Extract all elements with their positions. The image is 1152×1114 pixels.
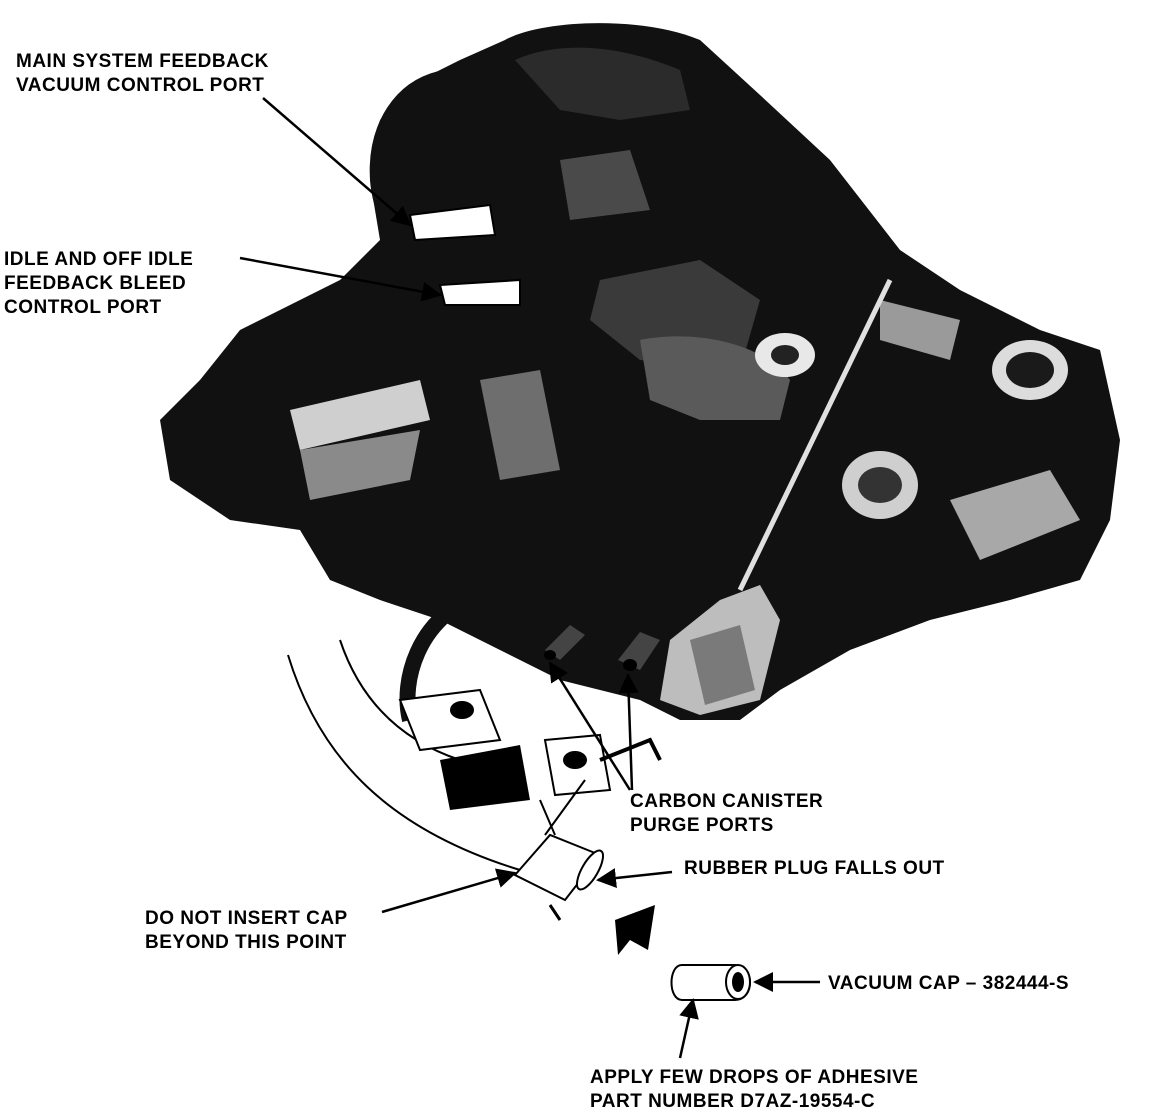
leader-lines (239, 97, 820, 1059)
mounting-arc (287, 654, 521, 871)
label-line: PART NUMBER D7AZ-19554-C (590, 1091, 876, 1112)
feedback-ports (408, 203, 521, 306)
label-line: CARBON CANISTER (630, 791, 824, 812)
label-vacuum-cap: VACUUM CAP – 382444-S (828, 972, 1069, 996)
label-line: RUBBER PLUG FALLS OUT (684, 858, 945, 879)
purge-ports (544, 625, 660, 671)
label-line: IDLE AND OFF IDLE (4, 249, 194, 270)
leader-idle-feedback (239, 256, 442, 302)
vacuum-hose (369, 71, 443, 269)
leader-purge-1 (548, 661, 632, 791)
mounting-bracket (398, 688, 662, 810)
label-line: FEEDBACK BLEED (4, 273, 187, 294)
leader-do-not-insert (381, 868, 517, 914)
carburetor-body (160, 23, 1120, 720)
leader-main-system (262, 97, 412, 227)
leader-adhesive (678, 998, 699, 1059)
label-line: APPLY FEW DROPS OF ADHESIVE (590, 1067, 919, 1088)
label-line: PURGE PORTS (630, 815, 774, 836)
direction-arrow (615, 905, 655, 955)
leader-purge-2 (618, 673, 639, 791)
label-line: CONTROL PORT (4, 297, 162, 318)
label-line: VACUUM CONTROL PORT (16, 75, 265, 96)
label-idle-feedback: IDLE AND OFF IDLE FEEDBACK BLEED CONTROL… (4, 248, 193, 320)
label-carbon-canister: CARBON CANISTER PURGE PORTS (630, 790, 823, 838)
label-line: BEYOND THIS POINT (145, 932, 347, 953)
label-rubber-plug: RUBBER PLUG FALLS OUT (684, 857, 945, 881)
label-line: MAIN SYSTEM FEEDBACK (16, 51, 269, 72)
label-line: DO NOT INSERT CAP (145, 908, 348, 929)
label-line: VACUUM CAP – 382444-S (828, 973, 1070, 994)
mounting-arc-inner (339, 639, 461, 761)
label-adhesive: APPLY FEW DROPS OF ADHESIVE PART NUMBER … (590, 1066, 918, 1114)
vacuum-cap-illustration (670, 964, 751, 1001)
label-do-not-insert: DO NOT INSERT CAP BEYOND THIS POINT (145, 907, 348, 955)
label-main-system-feedback: MAIN SYSTEM FEEDBACK VACUUM CONTROL PORT (16, 50, 269, 98)
leader-rubber-plug (596, 868, 673, 889)
capped-nipple (513, 779, 604, 921)
